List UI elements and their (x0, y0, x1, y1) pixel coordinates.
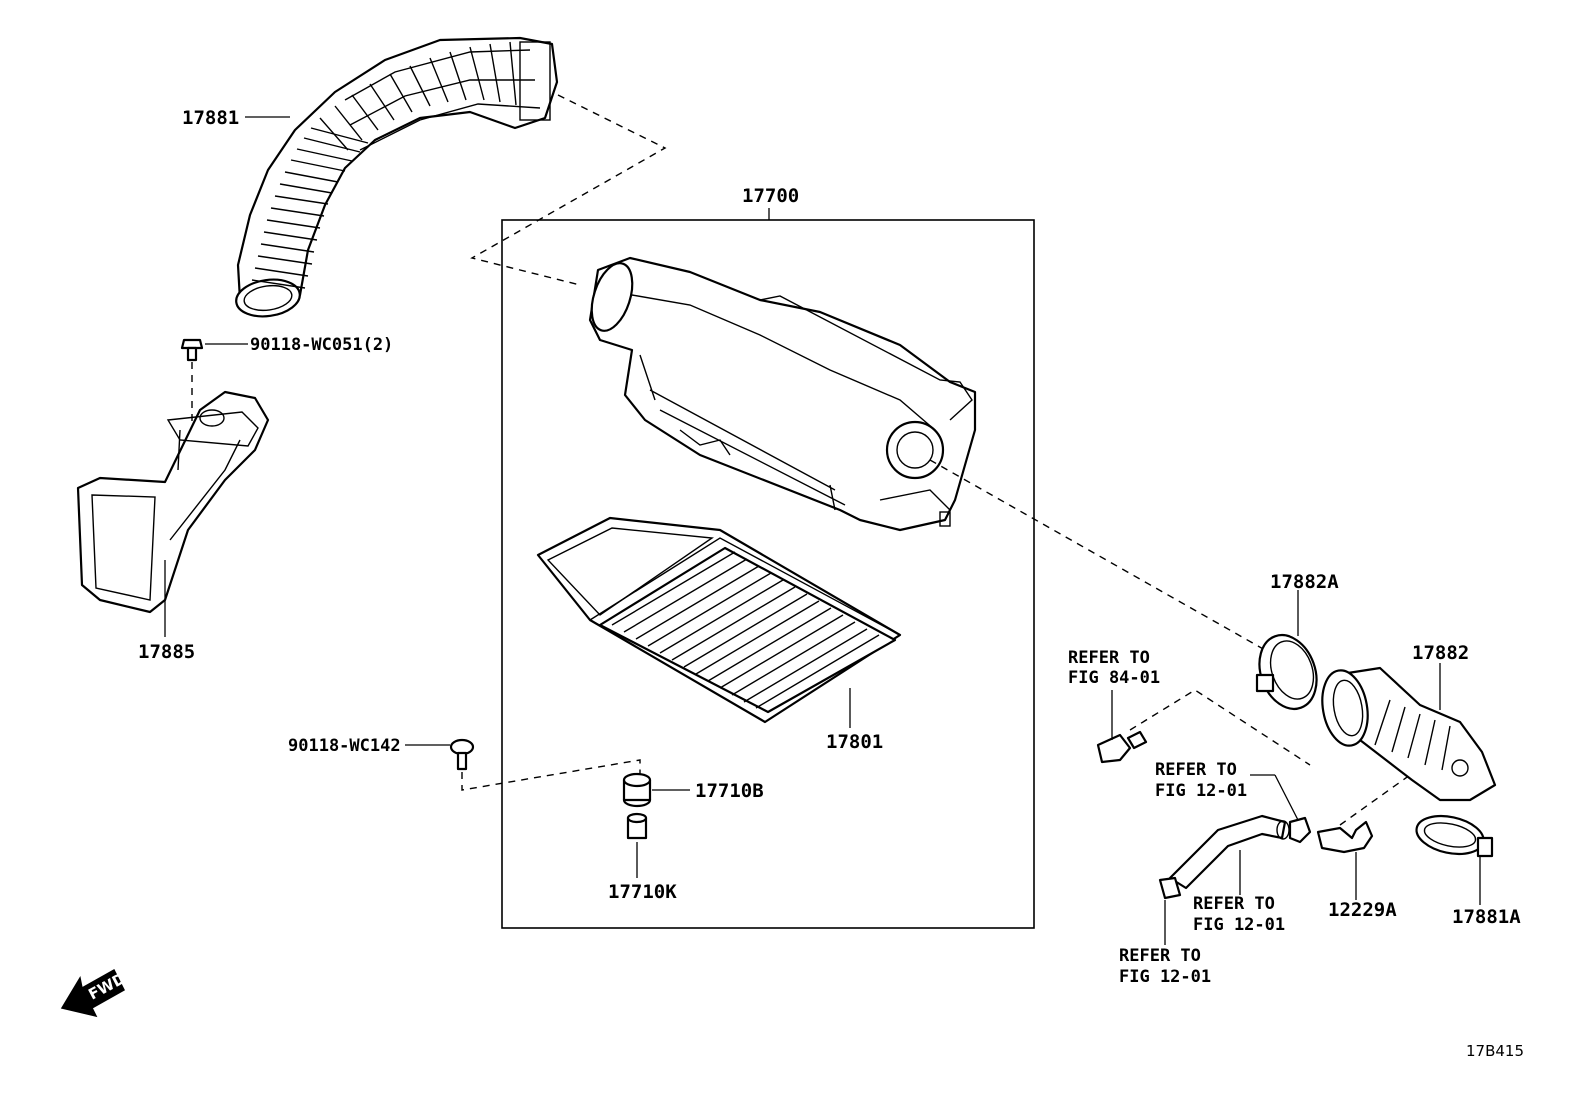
intake-hose-17881 (235, 36, 559, 318)
clamp-17882a (1255, 590, 1318, 710)
label-17710b: 17710B (695, 780, 764, 802)
forward-direction-arrow: FWD (60, 968, 129, 1018)
pcv-union-12229a (1316, 820, 1374, 900)
ref-hose-upper-line1: REFER TO (1155, 760, 1237, 780)
bolt-90118-wc142 (449, 738, 641, 791)
label-17882a: 17882A (1270, 571, 1339, 593)
diagram-code: 17B415 (1466, 1042, 1524, 1060)
ref-hose-lower-line1: REFER TO (1119, 946, 1201, 966)
ref-hose-mid-line1: REFER TO (1193, 894, 1275, 914)
ref-sensor-line1: REFER TO (1068, 648, 1150, 668)
connection-lines (470, 94, 1411, 826)
grommet-17710b (622, 772, 690, 808)
intake-air-sensor (1096, 690, 1148, 764)
clamp-17881a (1415, 814, 1494, 905)
label-90118-wc142: 90118-WC142 (288, 736, 401, 756)
label-17881a: 17881A (1452, 906, 1521, 928)
bolt-90118-wc051 (180, 338, 204, 425)
label-12229a: 12229A (1328, 899, 1397, 921)
collar-17710k (626, 812, 648, 878)
label-17710k: 17710K (608, 881, 677, 903)
leader-lines (164, 116, 450, 746)
label-17882: 17882 (1412, 642, 1469, 664)
assembly-group-17700 (501, 208, 1035, 929)
label-90118-wc051: 90118-WC051(2) (250, 335, 393, 355)
air-cleaner-case (588, 256, 977, 532)
label-17801: 17801 (826, 731, 883, 753)
label-17885: 17885 (138, 641, 195, 663)
ref-hose-mid-line2: FIG 12-01 (1193, 915, 1285, 935)
outlet-hose-17882 (1321, 663, 1497, 802)
ref-hose-upper-line2: FIG 12-01 (1155, 781, 1247, 801)
resonator-inlet-17885 (76, 390, 270, 614)
ventilation-hose (1158, 774, 1312, 945)
label-17700: 17700 (742, 185, 799, 207)
label-17881: 17881 (182, 107, 239, 129)
air-filter-element-17801 (536, 516, 902, 728)
ref-sensor-line2: FIG 84-01 (1068, 668, 1160, 688)
ref-hose-lower-line2: FIG 12-01 (1119, 967, 1211, 987)
